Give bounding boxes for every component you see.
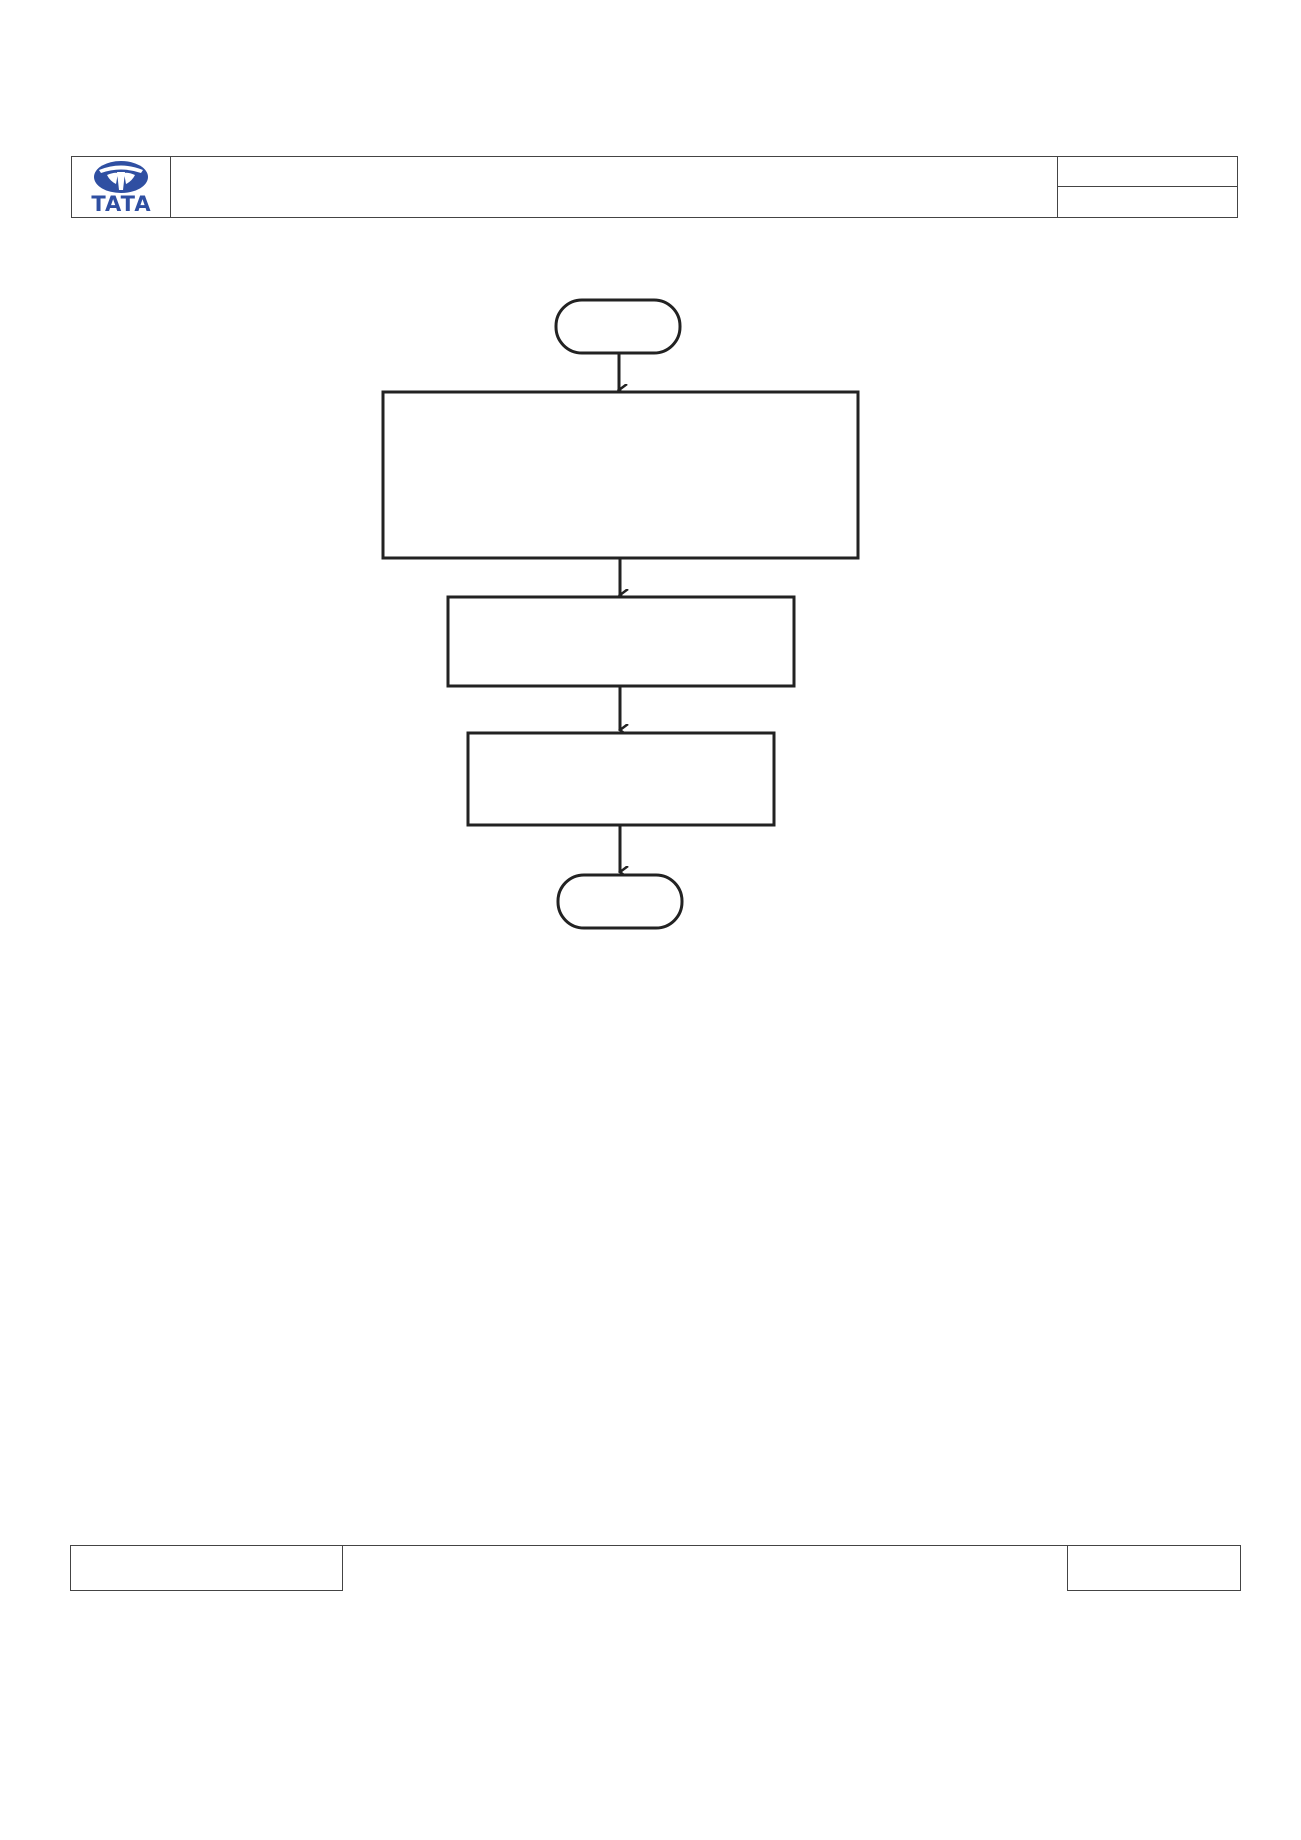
process-step-2: [446, 595, 796, 688]
header-table: TATA: [71, 156, 1238, 218]
footer-left-cell: [70, 1545, 343, 1591]
header-doc-ref-cell: [1057, 157, 1238, 187]
logo-cell: TATA: [72, 157, 171, 217]
tata-logo-icon: [94, 161, 148, 193]
logo-wordmark: TATA: [91, 192, 152, 216]
header-revision-cell: [1057, 187, 1238, 217]
process-step-1: [381, 390, 860, 560]
footer-right-text: [1068, 1546, 1240, 1554]
process-step-3: [466, 731, 776, 827]
footer-left-text: [71, 1546, 342, 1554]
footer-divider: [342, 1545, 1067, 1547]
footer-right-cell: [1067, 1545, 1241, 1591]
start-terminator: [554, 298, 682, 355]
end-terminator: [556, 873, 684, 930]
